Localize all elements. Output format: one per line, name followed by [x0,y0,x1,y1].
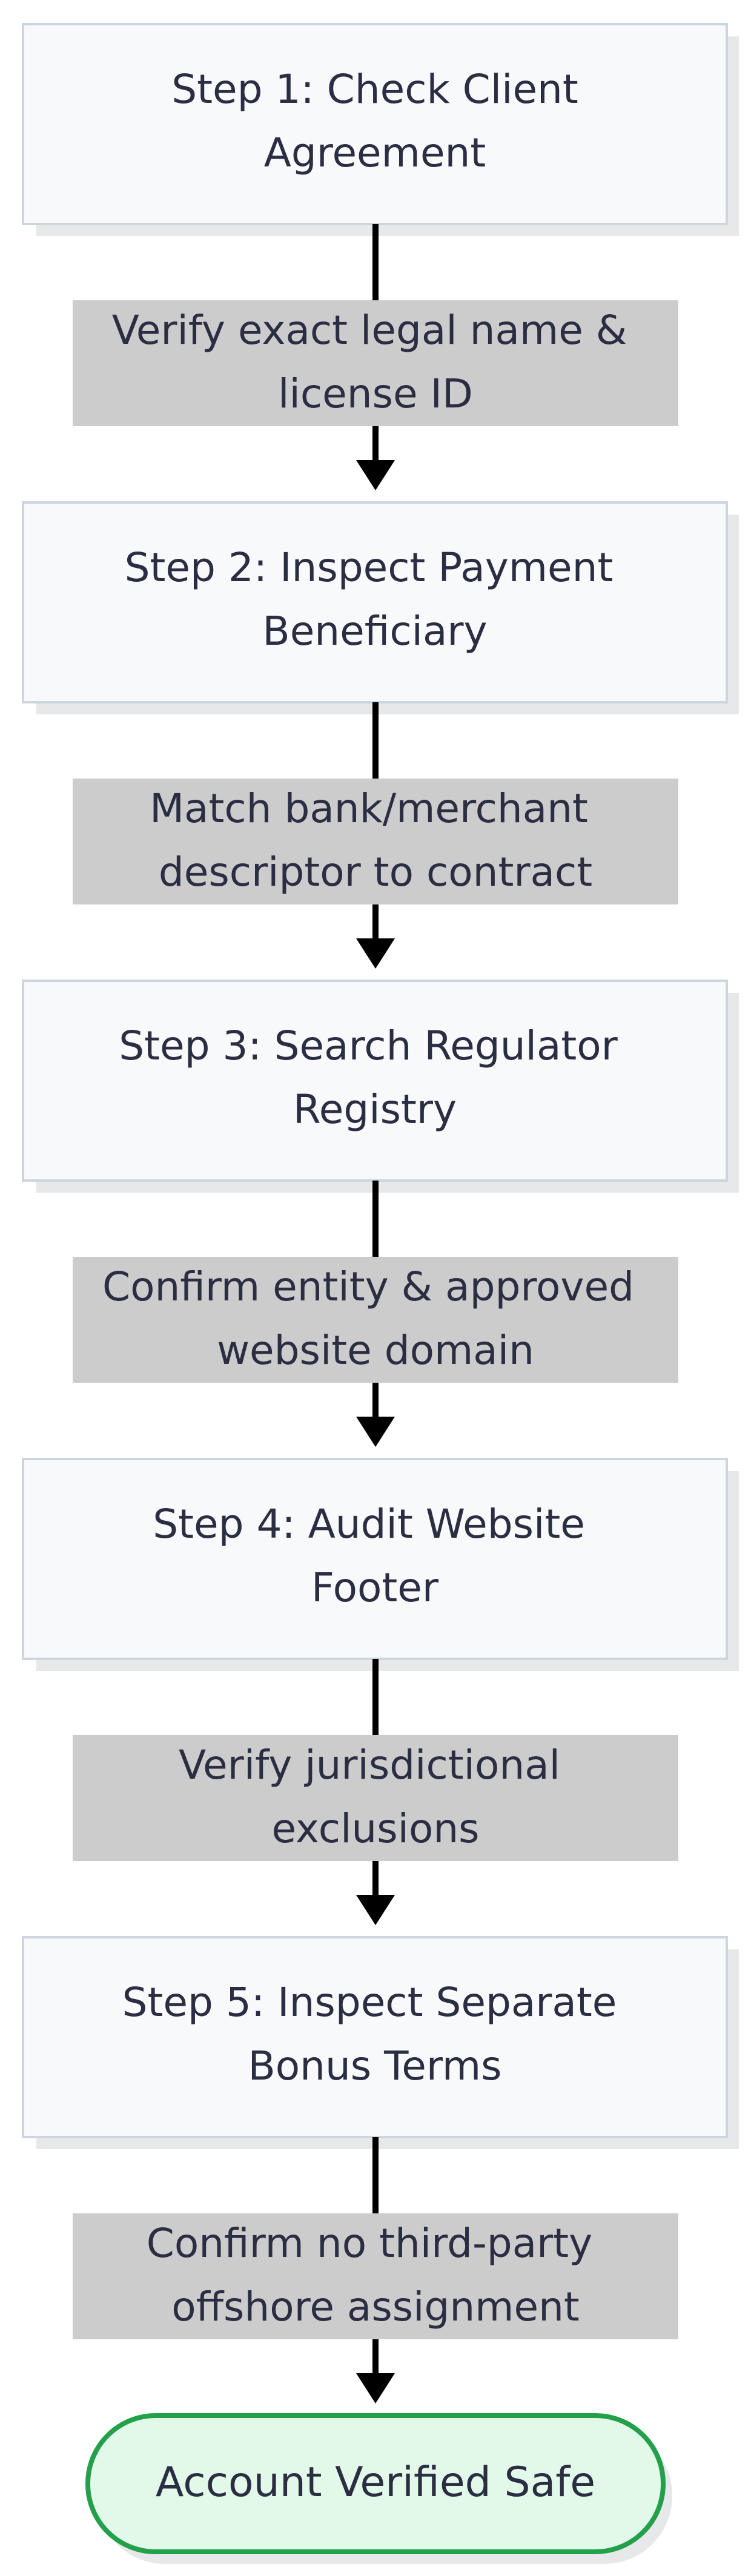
edge-3-label-line1: Confirm entity & approved [102,1263,634,1310]
connector-4: Verify jurisdictional exclusions [73,1659,678,1925]
edge-4-label-line2: exclusions [271,1805,479,1852]
edge-2-label-bg [73,779,678,904]
connector-1-arrowhead [356,460,395,490]
connector-1: Verify exact legal name & license ID [73,224,678,490]
connector-5: Confirm no third-party offshore assignme… [73,2137,678,2403]
step-4-box [22,1458,728,1660]
step-1-label-line2: Agreement [264,130,486,176]
step-3-box [22,980,728,1182]
connector-5-arrowhead [356,2373,395,2403]
step-2-label-line2: Beneficiary [262,608,487,654]
step-2-label-line1: Step 2: Inspect Payment [125,544,614,591]
edge-1-label-bg [73,300,678,426]
connector-3: Confirm entity & approved website domain [73,1181,678,1447]
edge-5-label-line1: Confirm no third-party [147,2220,592,2267]
edge-1-label-line1: Verify exact legal name & [112,307,627,354]
step-1-label-line1: Step 1: Check Client [171,66,578,113]
final-label: Account Verified Safe [156,2459,595,2506]
final-node: Account Verified Safe [85,2413,672,2564]
edge-4-label-bg [73,1735,678,1861]
step-3-node: Step 3: Search Regulator Registry [22,980,739,1193]
step-2-node: Step 2: Inspect Payment Beneficiary [22,501,739,714]
connector-4-arrowhead [356,1895,395,1925]
step-4-node: Step 4: Audit Website Footer [22,1458,739,1671]
step-4-label-line1: Step 4: Audit Website [153,1501,585,1547]
final-box [85,2413,666,2554]
edge-2-label-line2: descriptor to contract [159,849,592,895]
step-5-node: Step 5: Inspect Separate Bonus Terms [22,1936,739,2149]
connector-3-arrowhead [356,1417,395,1447]
edge-5-label-line2: offshore assignment [171,2284,580,2330]
step-5-label-line2: Bonus Terms [248,2043,501,2089]
edge-3-label-line2: website domain [217,1327,534,1374]
edge-5-label-bg [73,2213,678,2339]
step-4-label-line2: Footer [311,1564,439,1611]
step-1-box [22,23,728,225]
connector-2: Match bank/merchant descriptor to contra… [73,702,678,969]
edge-3-label-bg [73,1257,678,1383]
edge-4-label-line1: Verify jurisdictional [179,1742,560,1788]
step-5-box [22,1936,728,2138]
step-1-node: Step 1: Check Client Agreement [22,23,739,236]
step-3-label-line1: Step 3: Search Regulator [119,1023,618,1069]
edge-1-label-line2: license ID [278,371,473,417]
step-5-label-line1: Step 5: Inspect Separate [122,1979,617,2026]
step-3-label-line2: Registry [293,1086,457,1133]
step-2-box [22,501,728,703]
edge-2-label-line1: Match bank/merchant [150,785,588,832]
connector-2-arrowhead [356,938,395,969]
